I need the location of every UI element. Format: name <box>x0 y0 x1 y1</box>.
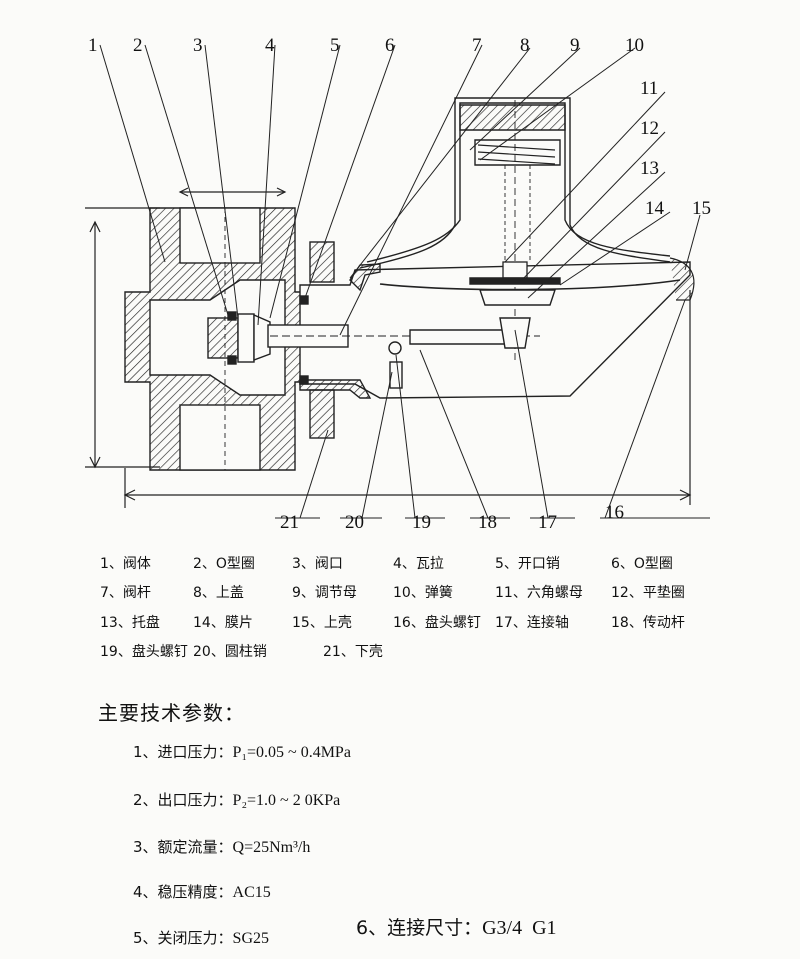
lower-housing <box>267 241 691 439</box>
param-value: AC15 <box>232 884 271 901</box>
param-label: 4、稳压精度： <box>133 883 233 901</box>
callout-6: 6 <box>385 35 395 56</box>
callout-12: 12 <box>640 118 659 139</box>
param-connection-size: 6、连接尺寸：G3/4 G1 <box>356 913 557 940</box>
legend-item: 9、调节母 <box>292 585 357 602</box>
param-label: 5、关闭压力： <box>133 929 233 947</box>
param-inlet-pressure: 1、进口压力：P₁=0.05 ~ 0.4MPa <box>133 741 351 762</box>
legend-item: 17、连接轴 <box>495 614 569 631</box>
param-label: 3、额定流量： <box>133 838 233 856</box>
legend-item: 15、上壳 <box>292 614 352 631</box>
leader-lines <box>99 44 710 519</box>
param-rated-flow: 3、额定流量：Q=25Nm³/h <box>133 836 310 857</box>
legend-item: 2、O型圈 <box>193 555 255 572</box>
callout-8: 8 <box>520 35 530 56</box>
regulator-cross-section-drawing: 1 2 3 4 5 6 7 8 9 10 11 12 13 14 15 16 1… <box>85 35 711 533</box>
param-value: SG25 <box>232 930 269 947</box>
legend-item: 5、开口销 <box>495 555 560 572</box>
upper-housing <box>359 97 695 360</box>
callout-21: 21 <box>280 512 299 533</box>
legend-item: 1、阀体 <box>100 555 151 572</box>
callout-15: 15 <box>692 198 711 219</box>
param-value: P₁=0.05 ~ 0.4MPa <box>232 744 351 761</box>
callout-16: 16 <box>605 502 624 523</box>
param-value: G3/4 G1 <box>482 917 557 939</box>
legend-row: 1、阀体 2、O型圈 3、阀口 4、瓦拉 5、开口销 6、O型圈 <box>100 548 790 578</box>
parts-legend: 1、阀体 2、O型圈 3、阀口 4、瓦拉 5、开口销 6、O型圈 7、阀杆 8、… <box>100 548 790 666</box>
legend-item: 19、盘头螺钉 <box>100 644 188 661</box>
callout-18: 18 <box>478 512 497 533</box>
valve-port-assembly <box>207 311 271 365</box>
legend-item: 12、平垫圈 <box>611 585 685 602</box>
legend-item: 11、六角螺母 <box>495 585 583 602</box>
param-value: P₂=1.0 ~ 2 0KPa <box>232 792 341 809</box>
legend-item: 6、O型圈 <box>611 555 673 572</box>
callout-numbers: 1 2 3 4 5 6 7 8 9 10 11 12 13 14 15 16 1… <box>88 35 711 533</box>
legend-item: 18、传动杆 <box>611 614 685 631</box>
legend-item: 21、下壳 <box>323 644 383 661</box>
legend-item: 16、盘头螺钉 <box>393 614 481 631</box>
legend-item: 10、弹簧 <box>393 585 453 602</box>
param-closing-pressure: 5、关闭压力：SG25 <box>133 927 269 948</box>
callout-10: 10 <box>625 35 644 56</box>
callout-4: 4 <box>265 35 275 56</box>
callout-2: 2 <box>133 35 143 56</box>
legend-item: 20、圆柱销 <box>193 644 267 661</box>
legend-item: 13、托盘 <box>100 614 160 631</box>
param-value: Q=25Nm³/h <box>232 839 311 856</box>
callout-13: 13 <box>640 158 659 179</box>
callout-11: 11 <box>640 78 658 99</box>
legend-row: 7、阀杆 8、上盖 9、调节母 10、弹簧 11、六角螺母 12、平垫圈 <box>100 578 790 608</box>
legend-item: 3、阀口 <box>292 555 343 572</box>
legend-item: 4、瓦拉 <box>393 555 444 572</box>
param-label: 6、连接尺寸： <box>356 917 483 939</box>
callout-7: 7 <box>472 35 482 56</box>
legend-row: 19、盘头螺钉 20、圆柱销 21、下壳 <box>100 637 790 667</box>
param-label: 1、进口压力： <box>133 743 233 761</box>
callout-20: 20 <box>345 512 364 533</box>
callout-19: 19 <box>412 512 431 533</box>
legend-item: 8、上盖 <box>193 585 244 602</box>
legend-row: 13、托盘 14、膜片 15、上壳 16、盘头螺钉 17、连接轴 18、传动杆 <box>100 607 790 637</box>
callout-14: 14 <box>645 198 665 219</box>
legend-item: 7、阀杆 <box>100 585 151 602</box>
param-label: 2、出口压力： <box>133 791 233 809</box>
callout-9: 9 <box>570 35 580 56</box>
callout-3: 3 <box>193 35 203 56</box>
param-accuracy: 4、稳压精度：AC15 <box>133 881 271 902</box>
legend-item: 14、膜片 <box>193 614 253 631</box>
callout-1: 1 <box>88 35 98 56</box>
callout-17: 17 <box>538 512 557 533</box>
param-outlet-pressure: 2、出口压力：P₂=1.0 ~ 2 0KPa <box>133 789 340 810</box>
dimension-lines <box>85 187 692 508</box>
callout-5: 5 <box>330 35 340 56</box>
params-title: 主要技术参数： <box>98 701 245 725</box>
